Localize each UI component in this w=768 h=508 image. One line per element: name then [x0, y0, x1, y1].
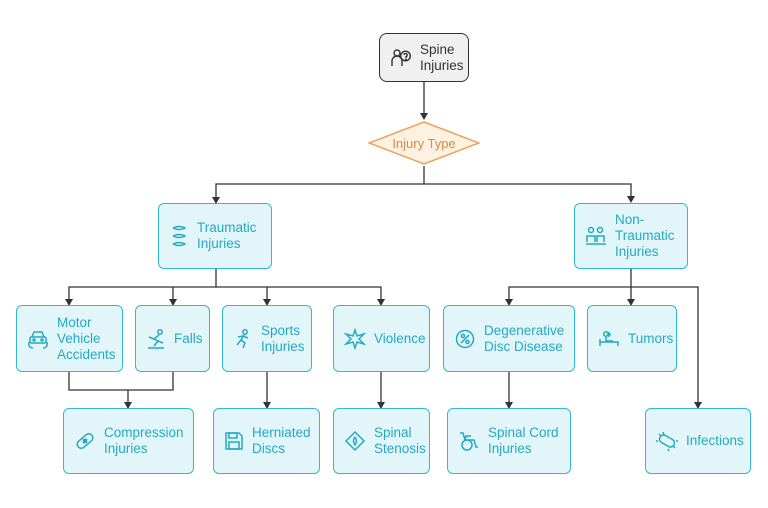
- node-sports-injuries[interactable]: Sports Injuries: [222, 305, 312, 372]
- node-label: Degenerative Disc Disease: [484, 322, 565, 354]
- edge-falls-to-compression: [124, 372, 174, 409]
- car-crash-icon: [27, 328, 49, 350]
- node-traumatic-injuries[interactable]: Traumatic Injuries: [158, 203, 272, 269]
- node-label: Spinal Stenosis: [374, 425, 426, 456]
- wheelchair-icon: [458, 430, 480, 452]
- bacteria-icon: [656, 430, 678, 452]
- node-label: Herniated Discs: [252, 425, 311, 456]
- node-spine-injuries[interactable]: Spine Injuries: [379, 33, 469, 82]
- node-label: Compression Injuries: [104, 425, 184, 456]
- node-label: Sports Injuries: [261, 322, 305, 354]
- node-label: Non- Traumatic Injuries: [615, 212, 675, 259]
- impact-burst-icon: [344, 327, 366, 350]
- node-violence[interactable]: Violence: [333, 305, 430, 372]
- node-tumors[interactable]: Tumors: [587, 305, 677, 372]
- spine-icon: [169, 225, 189, 247]
- person-question-icon: [390, 47, 412, 69]
- node-label: Tumors: [628, 330, 674, 346]
- edge-traumatic-to-sports: [216, 286, 271, 306]
- edge-non-traumatic-bus: [505, 269, 632, 306]
- decision-injury-type[interactable]: Injury Type: [368, 121, 480, 165]
- node-herniated-discs[interactable]: Herniated Discs: [213, 408, 320, 474]
- node-label: Motor Vehicle Accidents: [57, 314, 116, 362]
- running-person-icon: [233, 328, 253, 350]
- node-spinal-cord-injuries[interactable]: Spinal Cord Injuries: [447, 408, 571, 474]
- edge-motor-to-compression: [68, 372, 128, 391]
- node-falls[interactable]: Falls: [135, 305, 210, 372]
- decision-label: Injury Type: [392, 135, 456, 151]
- node-label: Spine Injuries: [420, 41, 464, 73]
- node-label: Traumatic Injuries: [197, 220, 257, 251]
- falling-person-icon: [146, 328, 166, 350]
- node-non-traumatic-injuries[interactable]: Non- Traumatic Injuries: [574, 203, 688, 269]
- disc-icon: [224, 431, 244, 451]
- patient-bed-icon: [598, 328, 620, 350]
- node-degenerative-disc-disease[interactable]: Degenerative Disc Disease: [443, 305, 575, 372]
- node-spinal-stenosis[interactable]: Spinal Stenosis: [333, 408, 430, 474]
- narrowing-icon: [344, 430, 366, 452]
- therapy-icon: [585, 225, 607, 247]
- edge-non-traumatic-to-infections: [631, 286, 702, 409]
- node-label: Infections: [686, 433, 744, 448]
- node-label: Violence: [374, 330, 426, 346]
- node-compression-injuries[interactable]: Compression Injuries: [63, 408, 194, 474]
- edge-traumatic-to-violence: [267, 286, 385, 306]
- degeneration-icon: [454, 328, 476, 350]
- edge-decision-to-non-traumatic: [424, 183, 635, 203]
- node-infections[interactable]: Infections: [645, 408, 751, 474]
- diamond-shape: [368, 121, 480, 165]
- edge-traumatic-bus: [65, 269, 217, 306]
- node-label: Spinal Cord Injuries: [488, 425, 559, 456]
- edge-decision-split: [212, 166, 425, 204]
- node-motor-vehicle-accidents[interactable]: Motor Vehicle Accidents: [16, 305, 123, 372]
- bandage-icon: [74, 430, 96, 452]
- node-label: Falls: [174, 330, 203, 346]
